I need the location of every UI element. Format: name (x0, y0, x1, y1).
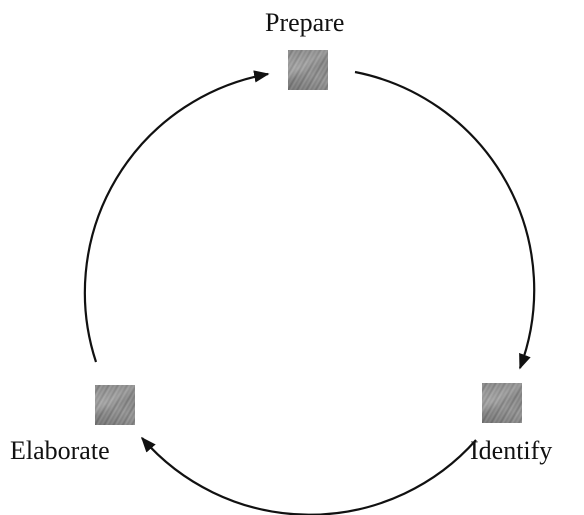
stage-image-prepare (288, 50, 328, 90)
stage-label-identify: Identify (470, 436, 553, 465)
arrow-elaborate-to-prepare (83, 70, 270, 363)
stage-image-elaborate (95, 385, 135, 425)
arrow-prepare-to-identify (354, 70, 536, 370)
stage-label-prepare: Prepare (265, 8, 345, 37)
arrow-identify-to-elaborate (140, 436, 477, 515)
stage-label-elaborate: Elaborate (10, 436, 110, 465)
stage-image-identify (482, 383, 522, 423)
